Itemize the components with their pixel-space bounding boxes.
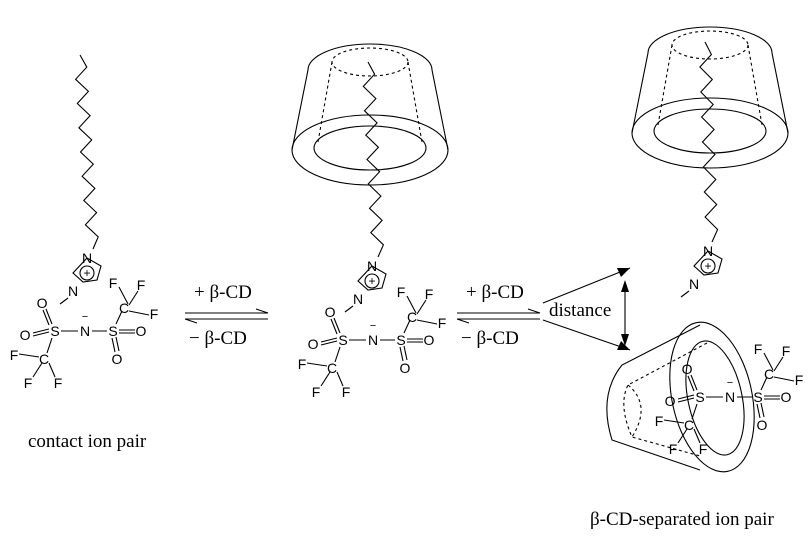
beta-cd-cone [631,26,789,169]
separated-cation-complex [631,26,789,298]
alkyl-chain [699,41,719,243]
tf2n-anion [654,340,804,458]
contact-ion-pair-molecule [9,54,159,392]
inclusion-complex-molecule [291,43,449,401]
separated-anion-complex [606,321,804,473]
svg-text:distance: distance [549,300,611,321]
distance-indicator: distance [542,267,631,351]
alkyl-chain [362,61,385,258]
separated-ion-pair-caption: β-CD-separated ion pair [590,509,774,530]
imidazolium-cation [59,249,102,305]
svg-text:− β-CD: − β-CD [189,328,247,349]
equilibrium-arrow-1: + β-CD − β-CD [184,282,269,349]
imidazolium-cation [680,242,723,298]
svg-text:+ β-CD: + β-CD [194,282,252,303]
imidazolium-cation [344,257,387,313]
svg-text:+ β-CD: + β-CD [466,282,524,303]
tf2n-anion [297,283,447,401]
alkyl-chain [74,54,99,250]
tf2n-anion [9,274,159,392]
contact-ion-pair-caption: contact ion pair [28,431,147,452]
svg-text:− β-CD: − β-CD [461,328,519,349]
equilibrium-arrow-2: + β-CD − β-CD [456,282,541,349]
